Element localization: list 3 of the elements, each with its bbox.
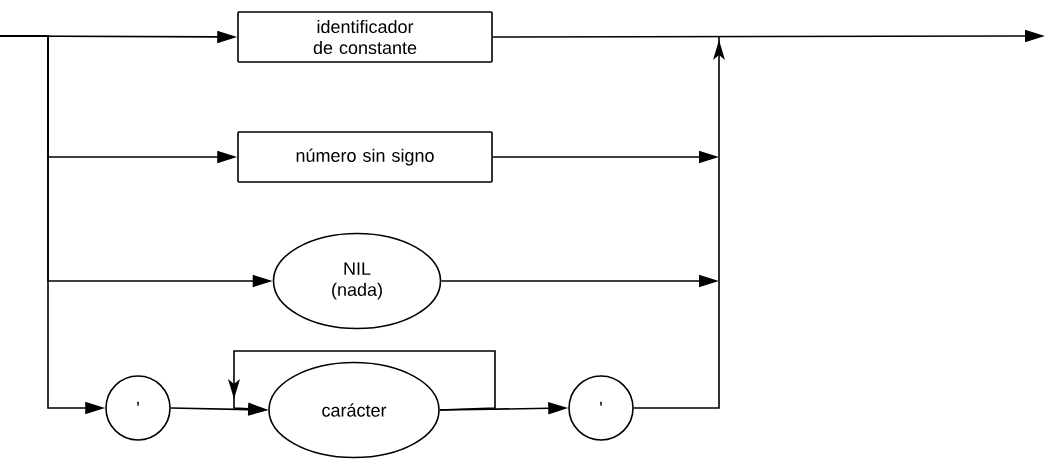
- process-box: número sin signo: [237, 131, 493, 183]
- arrow: [633, 36, 725, 409]
- process-box: identificador de constante: [237, 11, 493, 63]
